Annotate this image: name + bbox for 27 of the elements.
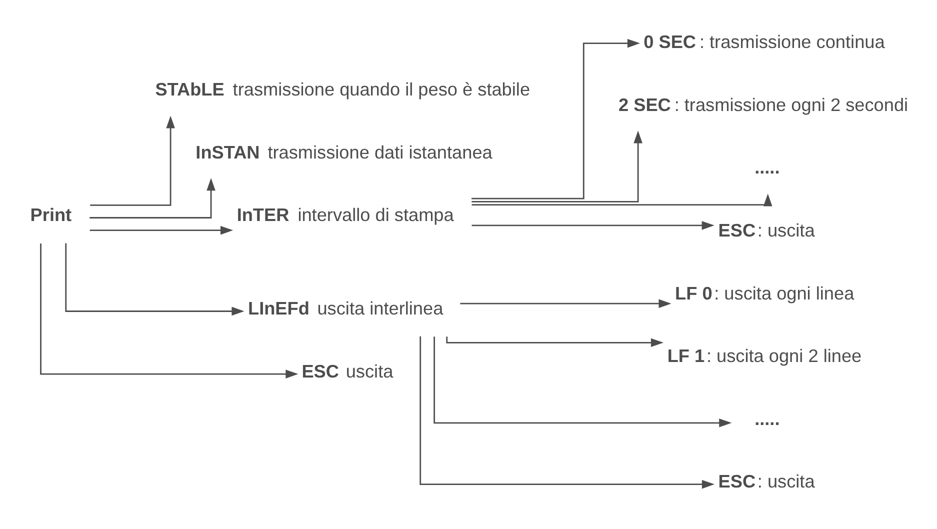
node-text: Print — [30, 205, 72, 226]
arrow — [472, 38, 640, 200]
node-text: LInEFd uscita interlinea — [248, 298, 444, 319]
node-text: ESC: uscita — [718, 220, 815, 240]
node-text: ..... — [754, 408, 780, 429]
arrow — [472, 130, 642, 202]
arrow — [90, 116, 175, 206]
node-text: ESC uscita — [302, 361, 394, 382]
node-text: LF 0: uscita ogni linea — [675, 283, 854, 304]
arrow — [90, 178, 216, 218]
arrow — [472, 194, 772, 206]
arrow — [460, 299, 672, 308]
arrow — [40, 244, 298, 378]
node-text: ESC: uscita — [718, 472, 815, 492]
arrow — [472, 221, 714, 230]
arrow — [446, 336, 664, 348]
arrow — [420, 336, 715, 489]
node-text: 0 SEC: trasmissione continua — [644, 32, 885, 52]
node-text: 2 SEC: trasmissione ogni 2 secondi — [618, 94, 908, 115]
node-text: InTER intervallo di stampa — [236, 205, 454, 226]
arrow — [434, 336, 732, 428]
node-text: STAbLE trasmissione quando il peso è stabile — [155, 80, 530, 100]
arrow — [65, 243, 244, 316]
arrow — [90, 226, 234, 235]
node-text: LF 1: uscita ogni 2 linee — [667, 346, 862, 366]
node-text: ..... — [754, 158, 780, 178]
node-text: InSTAN trasmissione dati istantanea — [196, 142, 492, 162]
